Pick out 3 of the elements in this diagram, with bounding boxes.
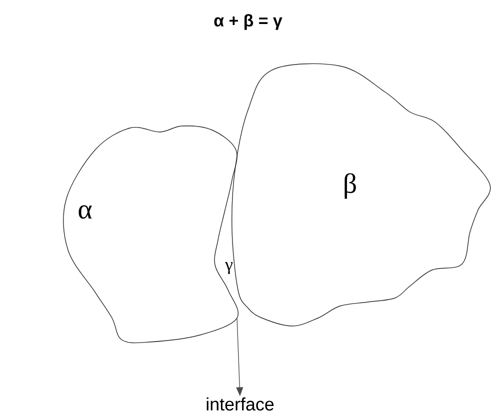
title: α + β = γ — [214, 14, 282, 30]
region-label: γ — [225, 262, 233, 274]
interface-label: interface — [206, 397, 274, 411]
